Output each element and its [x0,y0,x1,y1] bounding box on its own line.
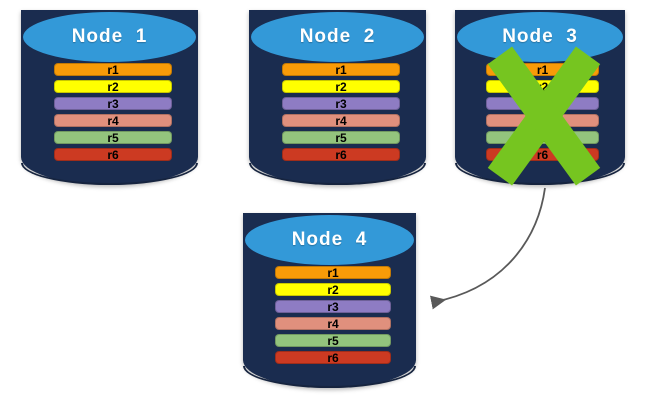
record-r2[interactable]: r2 [54,80,172,93]
record-r5[interactable]: r5 [275,334,391,347]
node-4-cylinder-top: Node 4 [243,213,416,267]
node-1[interactable]: Node 1 r1 r2 r3 r4 r5 r6 [21,10,198,185]
node-4[interactable]: Node 4 r1 r2 r3 r4 r5 r6 [243,213,416,388]
record-r1[interactable]: r1 [282,63,400,76]
record-r6[interactable]: r6 [275,351,391,364]
node-3[interactable]: Node 3 r1 r2 r3 r4 r5 r6 [455,10,625,186]
record-label: r6 [107,147,119,162]
node-1-records: r1 r2 r3 r4 r5 r6 [54,63,172,161]
record-label: r2 [107,79,119,94]
node-2[interactable]: Node 2 r1 r2 r3 r4 r5 r6 [249,10,426,185]
record-r4[interactable]: r4 [275,317,391,330]
node-2-cylinder-top: Node 2 [249,10,426,64]
record-label: r5 [335,130,347,145]
node-2-records: r1 r2 r3 r4 r5 r6 [282,63,400,161]
record-label: r3 [327,299,339,314]
record-label: r6 [335,147,347,162]
record-label: r2 [327,282,339,297]
record-r3[interactable]: r3 [54,97,172,110]
record-label: r4 [327,316,339,331]
arrow-path [429,187,546,310]
record-r6[interactable]: r6 [54,148,172,161]
node-4-label: Node 4 [291,229,368,250]
node-2-label: Node 2 [299,26,376,47]
record-r1[interactable]: r1 [275,266,391,279]
record-r2[interactable]: r2 [275,283,391,296]
record-r4[interactable]: r4 [282,114,400,127]
record-label: r1 [335,62,347,77]
record-label: r2 [335,79,347,94]
record-r3[interactable]: r3 [282,97,400,110]
record-r3[interactable]: r3 [275,300,391,313]
record-r5[interactable]: r5 [282,131,400,144]
record-label: r5 [107,130,119,145]
record-label: r4 [107,113,119,128]
record-label: r4 [335,113,347,128]
node-1-label: Node 1 [71,26,148,47]
record-r2[interactable]: r2 [282,80,400,93]
record-label: r3 [107,96,119,111]
record-label: r1 [327,265,339,280]
node-1-cylinder-top: Node 1 [21,10,198,64]
record-label: r1 [107,62,119,77]
record-r1[interactable]: r1 [54,63,172,76]
record-r4[interactable]: r4 [54,114,172,127]
record-label: r6 [327,350,339,365]
record-label: r3 [335,96,347,111]
record-r5[interactable]: r5 [54,131,172,144]
node-3-label: Node 3 [502,26,578,47]
record-label: r5 [327,333,339,348]
record-r6[interactable]: r6 [282,148,400,161]
node-4-records: r1 r2 r3 r4 r5 r6 [275,266,391,364]
